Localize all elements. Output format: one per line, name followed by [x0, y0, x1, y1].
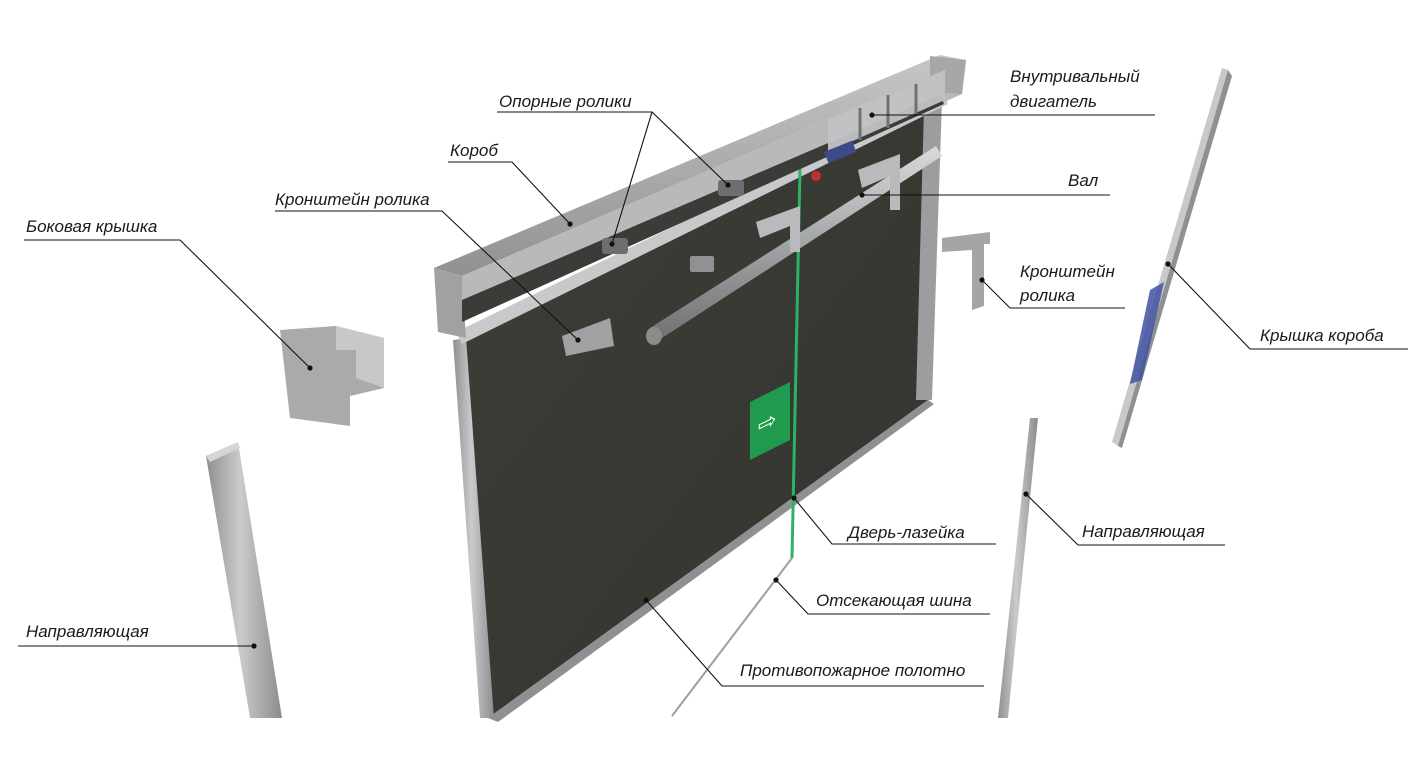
label-support-rollers: Опорные ролики [499, 92, 632, 111]
roller-bracket-left-part [562, 256, 714, 356]
leader-roller-bracket-left [275, 210, 579, 341]
dot-guide-left [251, 643, 257, 649]
dot-support-roller-a [609, 241, 615, 247]
roller-bracket-right-part [942, 232, 990, 310]
dot-support-roller-b [725, 182, 731, 188]
dot-escape-door [791, 495, 797, 501]
label-roller-bracket-right-line1: Кронштейн [1020, 262, 1115, 281]
leader-support-rollers-2 [651, 111, 729, 186]
dot-guide-right [1023, 491, 1029, 497]
label-fire-curtain: Противопожарное полотно [740, 661, 965, 680]
exit-sign: ⇨ [750, 382, 790, 460]
leader-fire-curtain [645, 599, 984, 687]
leader-escape-door [793, 497, 996, 545]
dot-box-cover [1165, 261, 1171, 267]
guide-left-part [206, 442, 282, 718]
label-guide-right: Направляющая [1082, 522, 1205, 541]
leader-box-cover [1167, 263, 1408, 350]
dot-roller-bracket-left [575, 337, 581, 343]
leader-cutoff-bar [775, 579, 990, 615]
dot-cutoff-bar [773, 577, 779, 583]
label-box-cover: Крышка короба [1260, 326, 1384, 345]
label-inner-motor-line2: двигатель [1010, 92, 1097, 111]
dot-roller-bracket-right [979, 277, 985, 283]
label-roller-bracket-left: Кронштейн ролика [275, 190, 430, 209]
label-side-cover: Боковая крышка [26, 217, 157, 236]
svg-text:⇨: ⇨ [758, 405, 776, 440]
dot-shaft [859, 192, 865, 198]
dot-fire-curtain [643, 597, 649, 603]
cutoff-bar-line [671, 557, 793, 717]
leader-guide-right [1025, 493, 1225, 546]
labels: Опорные ролики Внутривальный двигатель К… [26, 67, 1384, 680]
support-rollers [602, 180, 744, 254]
leader-lines [18, 111, 1408, 687]
leader-side-cover [24, 239, 311, 369]
leader-box [448, 161, 571, 225]
label-guide-left: Направляющая [26, 622, 149, 641]
label-shaft: Вал [1068, 171, 1099, 190]
box-cover-part [1112, 68, 1232, 448]
label-roller-bracket-right-line2: ролика [1019, 286, 1075, 305]
label-cutoff-bar: Отсекающая шина [816, 591, 972, 610]
dot-inner-motor [869, 112, 875, 118]
dot-side-cover [307, 365, 313, 371]
inner-motor-housing [811, 70, 945, 181]
side-cover-part [280, 326, 384, 426]
leader-roller-bracket-right [981, 279, 1125, 309]
guide-right-part [998, 418, 1038, 718]
label-box: Короб [450, 141, 499, 160]
label-escape-door: Дверь-лазейка [846, 523, 965, 542]
label-inner-motor-line1: Внутривальный [1010, 67, 1140, 86]
dot-box [567, 221, 573, 227]
